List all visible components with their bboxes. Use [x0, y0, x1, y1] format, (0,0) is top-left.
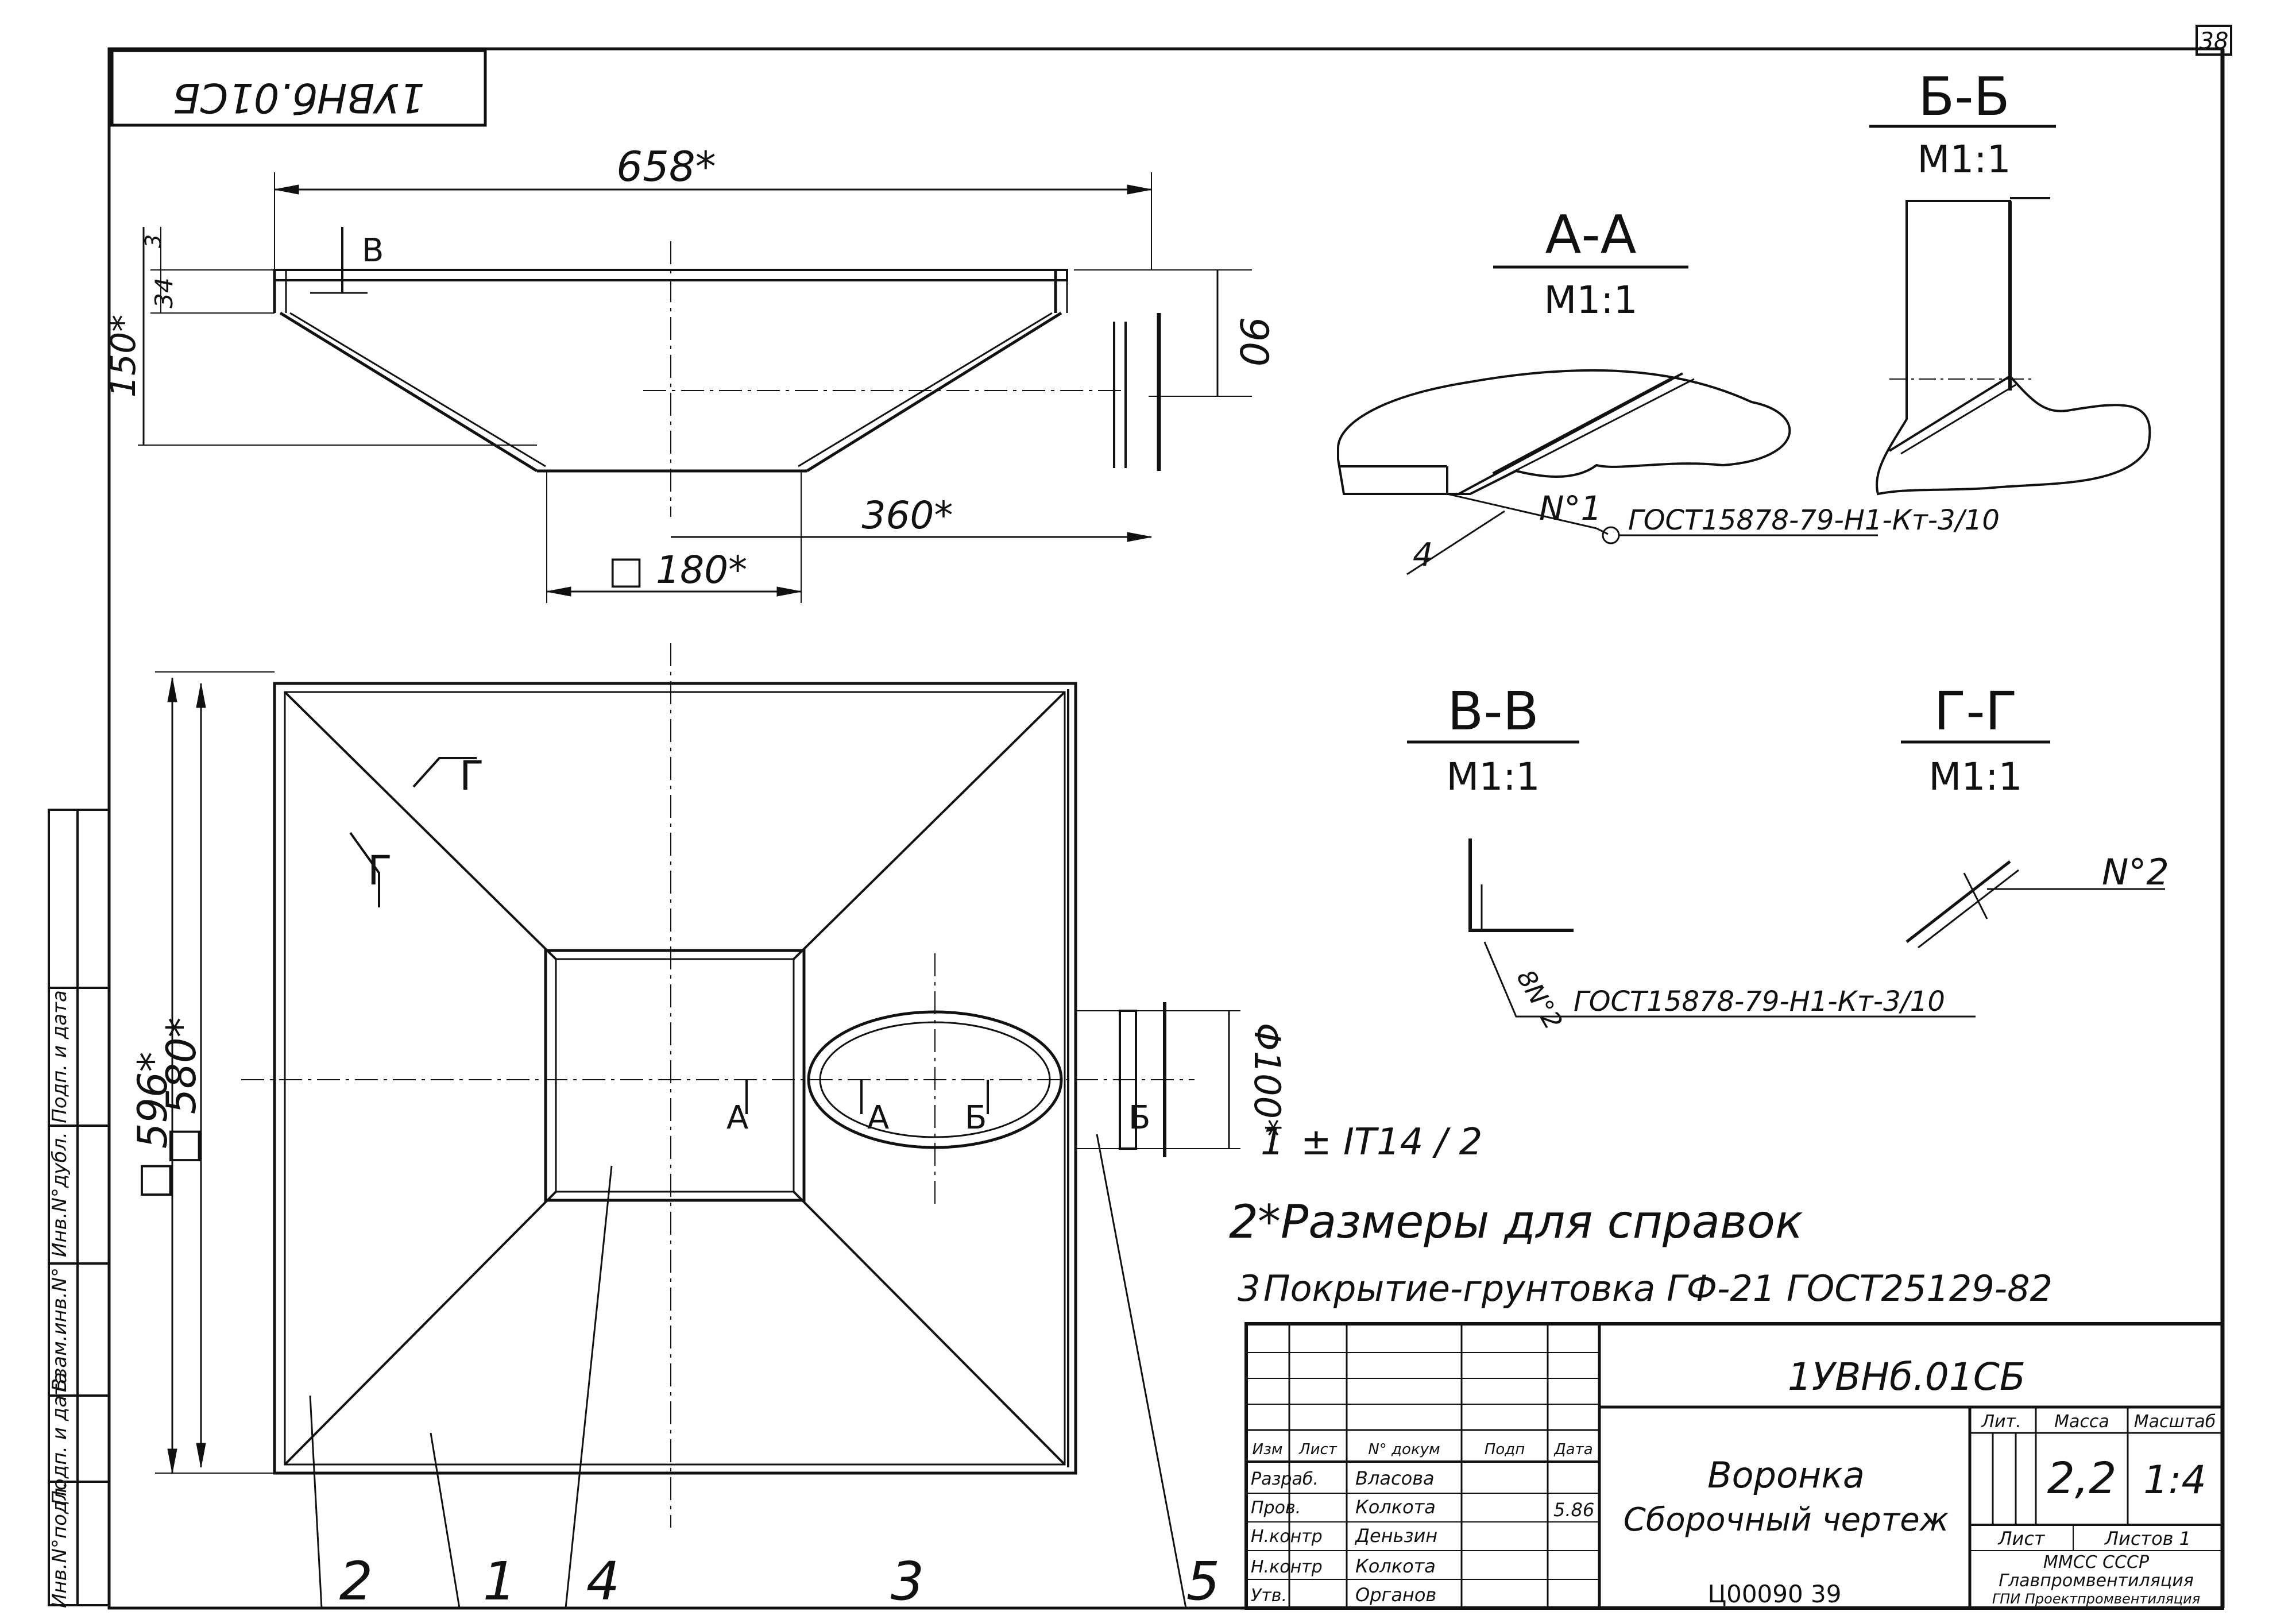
tb-sign-date: 5.86	[1553, 1499, 1594, 1521]
tb-sheet-label: Лист	[1997, 1528, 2045, 1549]
tb-mass-label: Масса	[2054, 1412, 2109, 1432]
section-vv-scale: М1:1	[1446, 755, 1540, 799]
elevation-labels: 658* 90 150* 3 34 360* □ 180* В	[103, 142, 1276, 592]
section-mark-a-right: А	[867, 1099, 889, 1137]
page-number-box: 38	[2195, 25, 2232, 56]
dim-top-height: 90	[1231, 317, 1276, 367]
plan-labels: □ 596* □ 580* Φ100* А А Б Б Г Г 2 1 4 3 …	[129, 752, 1288, 1612]
tb-row3-name: Деньзин	[1354, 1525, 1437, 1547]
elevation-view	[138, 172, 1252, 603]
tb-sheets-label: Листов 1	[2104, 1528, 2191, 1549]
dim-outlet: □ 180*	[608, 548, 747, 592]
dim-overall-width: 658*	[616, 142, 716, 191]
tb-head-izm: Изм	[1253, 1441, 1283, 1458]
tb-org-line2: Главпромвентиляция	[1999, 1571, 2194, 1591]
section-aa-title: А-А	[1545, 204, 1636, 265]
side-strip-labels: Инв.N°подл. Подп. и дата Взам.инв.N° Инв…	[48, 990, 71, 1608]
note-2-number: 2	[1229, 1195, 1258, 1249]
tb-row2-name: Колкота	[1355, 1496, 1436, 1518]
note-1-text: ± IT14 / 2	[1301, 1121, 1482, 1164]
note-1-number: 1	[1261, 1121, 1284, 1164]
section-vv-title: В-В	[1447, 681, 1539, 742]
tb-row5-role: Утв.	[1251, 1586, 1287, 1606]
note-3-text: Покрытие-грунтовка ГФ-21 ГОСТ25129-82	[1263, 1268, 2053, 1309]
callout-3: 3	[891, 1551, 925, 1612]
section-mark-a-left: А	[726, 1099, 748, 1137]
section-mark-b-left: Б	[965, 1099, 987, 1137]
tb-row2-role: Пров.	[1251, 1498, 1301, 1518]
section-mark-g-bottom: Г	[368, 847, 392, 894]
dim-outer: □ 596*	[129, 1052, 176, 1200]
side-label-inv-dubl: Инв.N°дубл.	[48, 1132, 71, 1257]
tb-org-line3: ГПИ Проектпромвентиляция	[1992, 1591, 2200, 1607]
side-label-vzam-inv: Взам.инв.N°	[48, 1268, 71, 1392]
dim-pipe-diameter: Φ100*	[1246, 1023, 1288, 1137]
side-label-sign-date-1: Подп. и дата	[48, 1372, 71, 1505]
section-bb-title: Б-Б	[1918, 66, 2009, 127]
tb-scale-label: Масштаб	[2134, 1412, 2216, 1432]
dim-small-34: 34	[150, 277, 178, 308]
section-vv: В-В М1:1 8N°2 ГОСТ15878-79-Н1-Кт-3/10	[1407, 681, 1976, 1035]
title-block	[1244, 1322, 2224, 1610]
tb-org-line1: ММСС СССР	[2043, 1552, 2150, 1572]
section-gg-title: Г-Г	[1934, 681, 2017, 742]
tb-mass-value: 2,2	[2047, 1452, 2117, 1504]
section-vv-weld-number: 8N°2	[1510, 965, 1568, 1035]
section-mark-v: В	[362, 232, 384, 269]
callout-5: 5	[1186, 1551, 1220, 1612]
tb-row1-role: Разраб.	[1251, 1469, 1319, 1489]
section-mark-b-right: Б	[1128, 1099, 1150, 1137]
callout-2: 2	[339, 1551, 373, 1612]
tb-row4-name: Колкота	[1355, 1555, 1436, 1577]
tb-scale-value: 1:4	[2143, 1458, 2206, 1503]
callout-4: 4	[586, 1551, 620, 1612]
section-gg-weld-number: N°2	[2102, 851, 2169, 893]
section-vv-weld-spec: ГОСТ15878-79-Н1-Кт-3/10	[1574, 986, 1945, 1018]
plan-view	[155, 643, 1240, 1609]
tb-name-line1: Воронка	[1707, 1454, 1865, 1496]
callout-1: 1	[483, 1551, 517, 1612]
side-label-inv-podl: Инв.N°подл.	[48, 1482, 71, 1608]
corner-stamp: 1УВНб.01СБ	[110, 49, 487, 127]
section-gg: Г-Г М1:1 N°2	[1901, 681, 2169, 949]
section-aa: А-А М1:1 N°1 ГОСТ15878-79-Н1-Кт-3/10 4	[1337, 204, 2000, 575]
dim-offset: 360*	[862, 493, 953, 538]
tb-lit-label: Лит.	[1981, 1412, 2021, 1432]
section-gg-scale: М1:1	[1928, 755, 2022, 799]
side-strip	[48, 809, 110, 1606]
section-aa-scale: М1:1	[1544, 278, 1637, 322]
notes: 1 ± IT14 / 2 2 *Размеры для справок 3 По…	[1229, 1121, 2053, 1309]
tb-row5-name: Органов	[1355, 1584, 1436, 1606]
tb-name-line2: Сборочный чертеж	[1624, 1501, 1949, 1539]
dim-inner: □ 580*	[158, 1018, 205, 1165]
corner-stamp-text: 1УВНб.01СБ	[172, 74, 424, 121]
tb-row3-role: Н.контр	[1251, 1527, 1323, 1547]
section-mark-g-top: Г	[459, 752, 484, 799]
dim-small-3: 3	[141, 234, 166, 248]
tb-head-data: Дата	[1553, 1441, 1592, 1458]
section-bb: Б-Б М1:1	[1869, 66, 2151, 496]
page-number: 38	[2200, 28, 2229, 55]
tb-head-dokum: N° докум	[1368, 1441, 1440, 1458]
tb-head-list: Лист	[1298, 1441, 1338, 1458]
section-aa-leg: 4	[1413, 536, 1433, 574]
section-aa-weld-number: N°1	[1539, 489, 1602, 528]
dim-total-height: 150*	[103, 315, 144, 398]
note-3-number: 3	[1238, 1268, 1260, 1309]
section-aa-weld-spec: ГОСТ15878-79-Н1-Кт-3/10	[1628, 504, 2000, 536]
section-bb-scale: М1:1	[1917, 137, 2011, 181]
tb-row4-role: Н.контр	[1251, 1557, 1323, 1577]
title-block-text: 1УВНб.01СБ Воронка Сборочный чертеж Изм …	[1251, 1355, 2216, 1608]
tb-archive-number: Ц00090 39	[1707, 1580, 1841, 1608]
tb-head-podp: Подп	[1485, 1441, 1525, 1458]
tb-designation: 1УВНб.01СБ	[1788, 1355, 2026, 1399]
side-label-sign-date-2: Подп. и дата	[48, 990, 71, 1123]
note-2-text: *Размеры для справок	[1258, 1195, 1803, 1249]
tb-row1-name: Власова	[1355, 1467, 1435, 1489]
